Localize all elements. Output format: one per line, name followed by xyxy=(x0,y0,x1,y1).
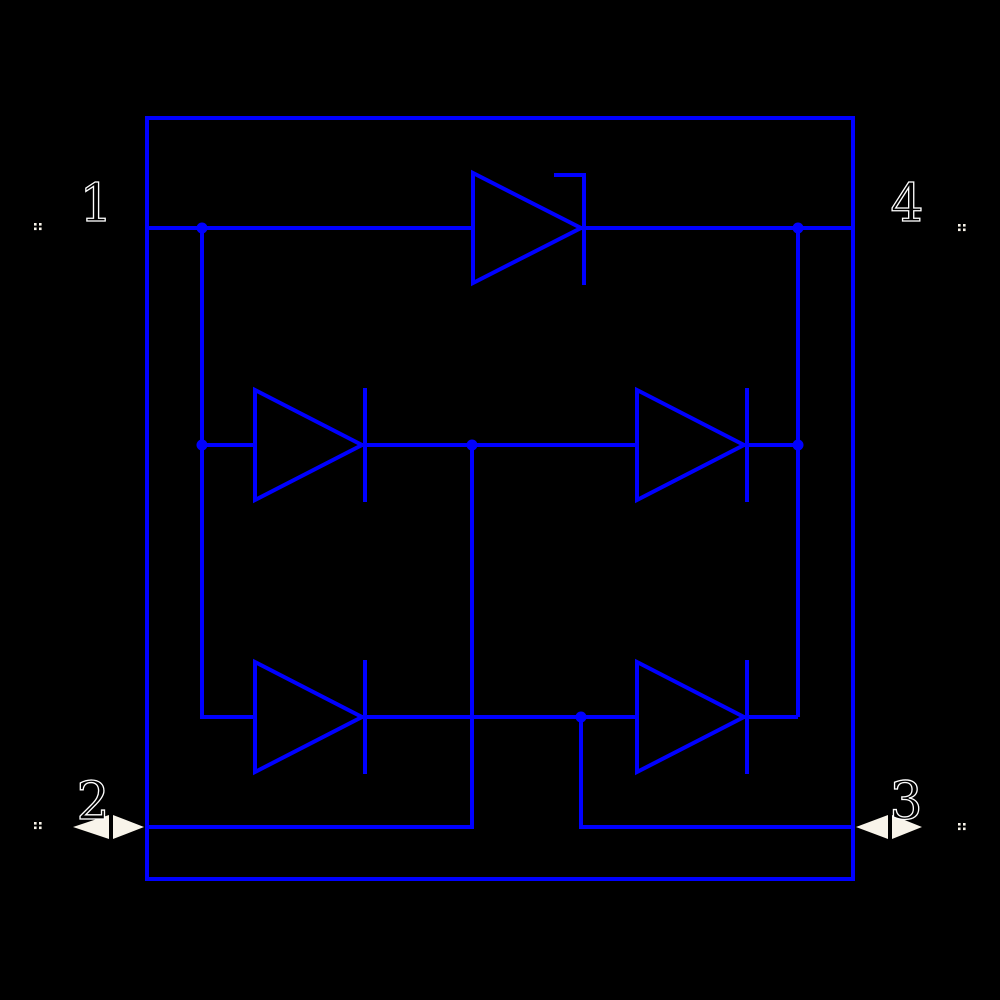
wire-pin3-net xyxy=(579,717,853,829)
diode-middle-right-anode-triangle xyxy=(635,386,749,504)
diode-bottom-left-anode-triangle xyxy=(253,658,367,776)
diode-top xyxy=(471,169,586,287)
diode-middle-right xyxy=(635,386,749,504)
diode-middle-left-anode-triangle xyxy=(253,386,367,504)
diode-middle-left xyxy=(253,386,367,504)
junction-dot xyxy=(466,439,478,451)
diode-top-anode-triangle xyxy=(471,169,586,287)
diode-bottom-right-anode-triangle xyxy=(635,658,749,776)
pin-1-label: 1 xyxy=(79,174,112,234)
pin-markers xyxy=(34,223,966,839)
pin-2-attach-mark-icon xyxy=(34,822,42,830)
pin-2-inout-arrow-icon xyxy=(73,815,144,839)
pin-3-label: 3 xyxy=(889,772,922,832)
diode-bottom-right xyxy=(635,658,749,776)
symbol-boundary xyxy=(145,116,855,881)
pin-3-inout-arrow-icon xyxy=(856,815,922,839)
pin-labels: 1 4 2 3 xyxy=(76,173,924,832)
boundary-box xyxy=(145,116,855,881)
pin-3-arrow-left-icon xyxy=(856,815,888,839)
pin-1-attach-mark-icon xyxy=(34,223,42,231)
pin-2-arrow-left-icon xyxy=(73,815,109,839)
pin-4-attach-mark-icon xyxy=(958,224,966,232)
pin-2-label: 2 xyxy=(76,772,109,832)
junction-dot xyxy=(792,439,804,451)
wire-left-rail xyxy=(200,228,255,719)
pin-4-label: 4 xyxy=(890,174,923,234)
diode-top-cathode-bar xyxy=(554,173,586,285)
junction-dot xyxy=(196,439,208,451)
pin-2-arrow-right-icon xyxy=(113,815,144,839)
wire-pin2-net xyxy=(147,445,474,829)
junction-dots xyxy=(196,222,804,723)
pin-3-arrow-right-icon xyxy=(892,815,922,839)
junction-dot xyxy=(575,711,587,723)
diode-bottom-left xyxy=(253,658,367,776)
junction-dot xyxy=(196,222,208,234)
junction-dot xyxy=(792,222,804,234)
pin-3-attach-mark-icon xyxy=(958,823,966,831)
